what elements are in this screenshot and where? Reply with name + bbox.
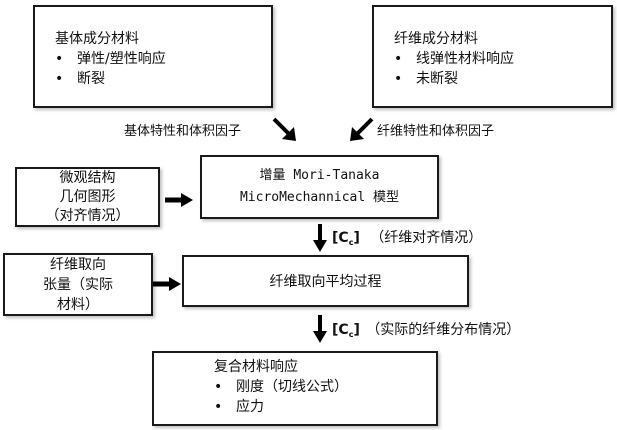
fiber-properties-label: 纤维特性和体积因子: [377, 124, 495, 139]
arrow-right-icon: [153, 277, 181, 291]
stiffness-actual-label: [Cc] （实际的纤维分布情况）: [332, 322, 521, 339]
mori-tanaka-model-box: 增量 Mori-Tanaka MicroMechannical 模型: [200, 155, 439, 219]
bullet-icon: •: [394, 51, 403, 67]
matrix-material-box: 基体成分材料 • 弹性/塑性响应 • 断裂: [33, 5, 273, 108]
arrow-down-icon: [313, 315, 327, 343]
microstructure-box: 微观结构 几何图形 （对齐情况）: [15, 167, 160, 227]
orientation-tensor-box: 纤维取向 张量（实际 材料）: [3, 253, 153, 316]
arrow-down-icon: [313, 224, 327, 252]
stiffness-aligned-label: [Cc] （纤维对齐情况）: [332, 230, 483, 247]
composite-item: • 应力: [214, 399, 264, 415]
bullet-icon: •: [394, 71, 403, 87]
bullet-icon: •: [55, 71, 64, 87]
matrix-material-title: 基体成分材料: [55, 31, 139, 47]
composite-item: • 刚度（切线公式）: [214, 379, 348, 395]
fiber-item: • 未断裂: [394, 71, 458, 87]
composite-response-title: 复合材料响应: [214, 359, 298, 375]
bullet-icon: •: [214, 399, 223, 415]
arrow-down-right-icon: [272, 117, 296, 141]
arrow-down-left-icon: [350, 117, 374, 141]
fiber-item: • 线弹性材料响应: [394, 51, 514, 67]
orientation-averaging-box: 纤维取向平均过程: [182, 255, 469, 307]
fiber-material-box: 纤维成分材料 • 线弹性材料响应 • 未断裂: [372, 5, 613, 108]
matrix-properties-label: 基体特性和体积因子: [124, 124, 242, 139]
fiber-material-title: 纤维成分材料: [394, 31, 478, 47]
bullet-icon: •: [55, 51, 64, 67]
composite-response-box: 复合材料响应 • 刚度（切线公式） • 应力: [152, 351, 438, 426]
matrix-item: • 断裂: [55, 71, 105, 87]
arrow-right-icon: [165, 193, 193, 207]
matrix-item: • 弹性/塑性响应: [55, 51, 166, 67]
bullet-icon: •: [214, 379, 223, 395]
